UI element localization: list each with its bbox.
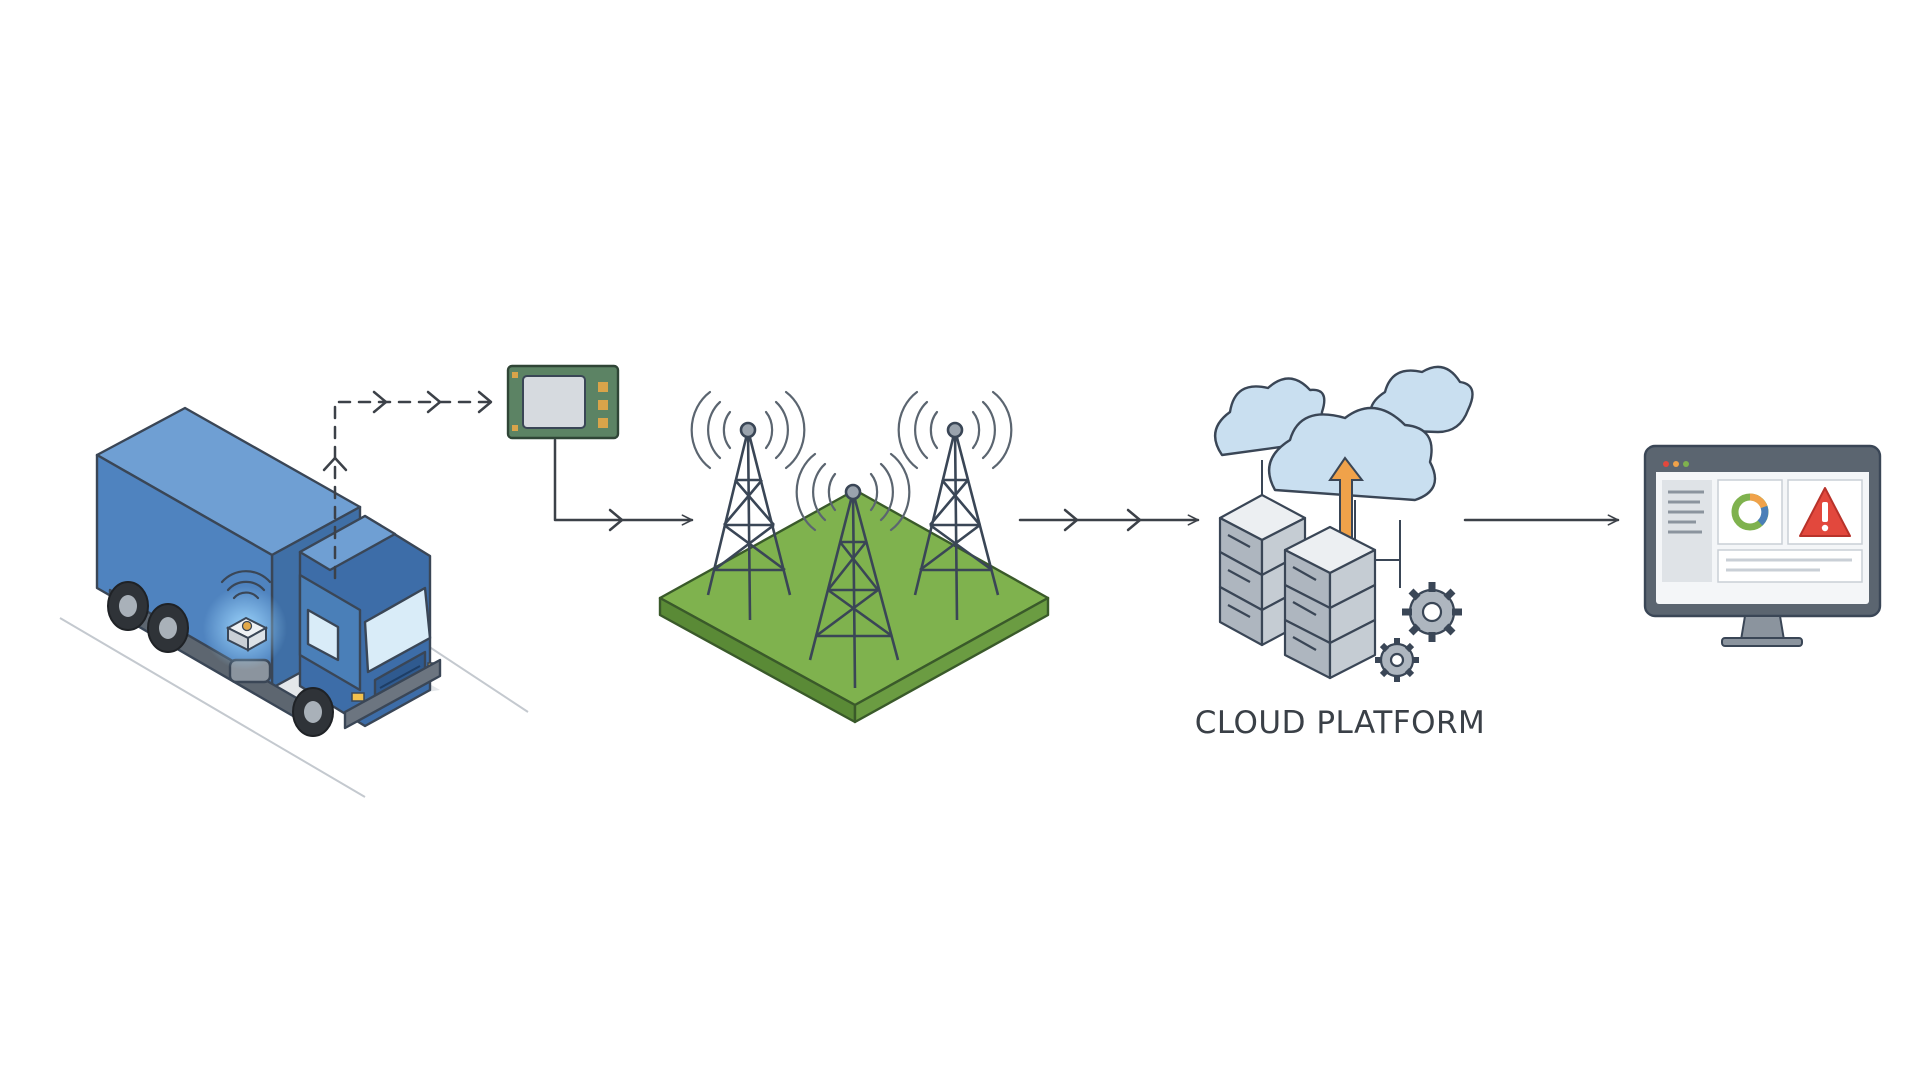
alert-warning-icon: [1799, 487, 1851, 537]
wheel: [107, 581, 149, 631]
wifi-signal-icon: [220, 570, 272, 600]
truck-icon: [59, 406, 529, 798]
edge-truck-to-tracker: [322, 390, 497, 580]
gps-device-icon: [225, 616, 269, 652]
cell-tower: [808, 483, 900, 689]
edge-network-to-cloud: [1018, 508, 1200, 532]
wheel: [147, 603, 189, 653]
gps-tracker-module-icon: [506, 364, 620, 440]
radio-waves: [795, 452, 911, 532]
wheel: [292, 687, 334, 737]
cell-towers-icon: [658, 390, 1050, 724]
edge-tracker-to-network: [553, 438, 694, 532]
cloud-icon: [1213, 365, 1474, 502]
gear-icon: [1402, 582, 1462, 642]
monitor-dashboard-icon: [1643, 444, 1882, 647]
radio-waves: [690, 390, 806, 470]
radio-waves: [897, 390, 1013, 470]
cell-tower: [706, 421, 792, 621]
cloud-servers-icon: [1213, 365, 1474, 682]
cloud-platform-label: CLOUD PLATFORM: [1194, 705, 1486, 741]
gear-icon: [1375, 638, 1419, 682]
donut-chart-icon: [1731, 493, 1769, 531]
cell-tower: [913, 421, 1000, 621]
server-stack: [1283, 525, 1377, 680]
